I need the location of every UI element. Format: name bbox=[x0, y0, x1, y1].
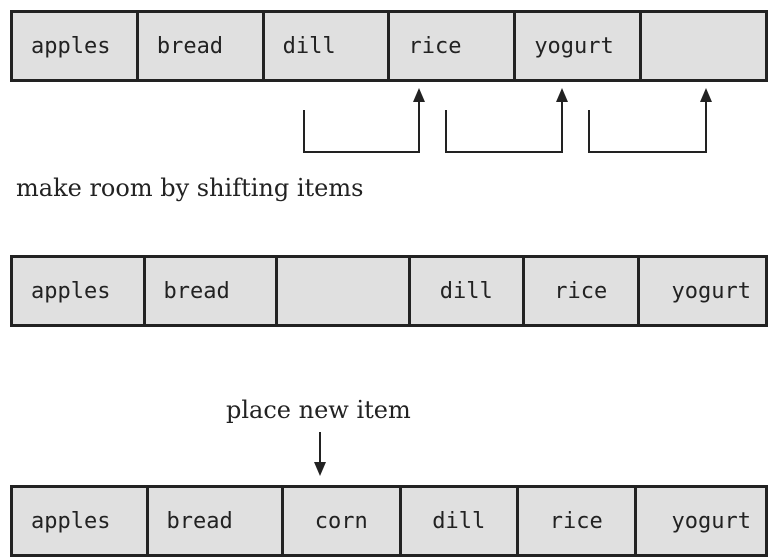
array-cell-new: corn bbox=[284, 488, 402, 554]
array-cell: dill bbox=[401, 488, 519, 554]
array-before-shift: apples bread dill rice yogurt bbox=[10, 10, 768, 82]
caption-shift: make room by shifting items bbox=[16, 174, 364, 202]
array-cell: dill bbox=[264, 13, 391, 79]
shift-arrow-dill bbox=[303, 90, 420, 153]
array-cell: dill bbox=[410, 258, 525, 324]
shift-arrow-yogurt bbox=[588, 90, 707, 153]
array-cell: rice bbox=[525, 258, 640, 324]
caption-place: place new item bbox=[226, 396, 411, 424]
array-cell: yogurt bbox=[639, 258, 768, 324]
array-after-insert: apples bread corn dill rice yogurt bbox=[10, 485, 768, 557]
array-cell: yogurt bbox=[636, 488, 768, 554]
array-cell: apples bbox=[13, 13, 139, 79]
shift-arrowhead-dill bbox=[413, 88, 425, 102]
array-cell: apples bbox=[13, 258, 146, 324]
array-cell: rice bbox=[519, 488, 637, 554]
array-after-shift: apples bread dill rice yogurt bbox=[10, 255, 768, 327]
array-cell: bread bbox=[148, 488, 284, 554]
array-cell: apples bbox=[13, 488, 149, 554]
array-cell-empty bbox=[642, 13, 768, 79]
array-cell: rice bbox=[390, 13, 517, 79]
array-cell-empty bbox=[278, 258, 411, 324]
shift-arrowhead-yogurt bbox=[700, 88, 712, 102]
shift-arrowhead-rice bbox=[556, 88, 568, 102]
place-arrowhead bbox=[314, 462, 326, 476]
array-cell: bread bbox=[145, 258, 278, 324]
shift-arrow-rice bbox=[445, 90, 563, 153]
array-cell: yogurt bbox=[516, 13, 643, 79]
array-cell: bread bbox=[138, 13, 265, 79]
